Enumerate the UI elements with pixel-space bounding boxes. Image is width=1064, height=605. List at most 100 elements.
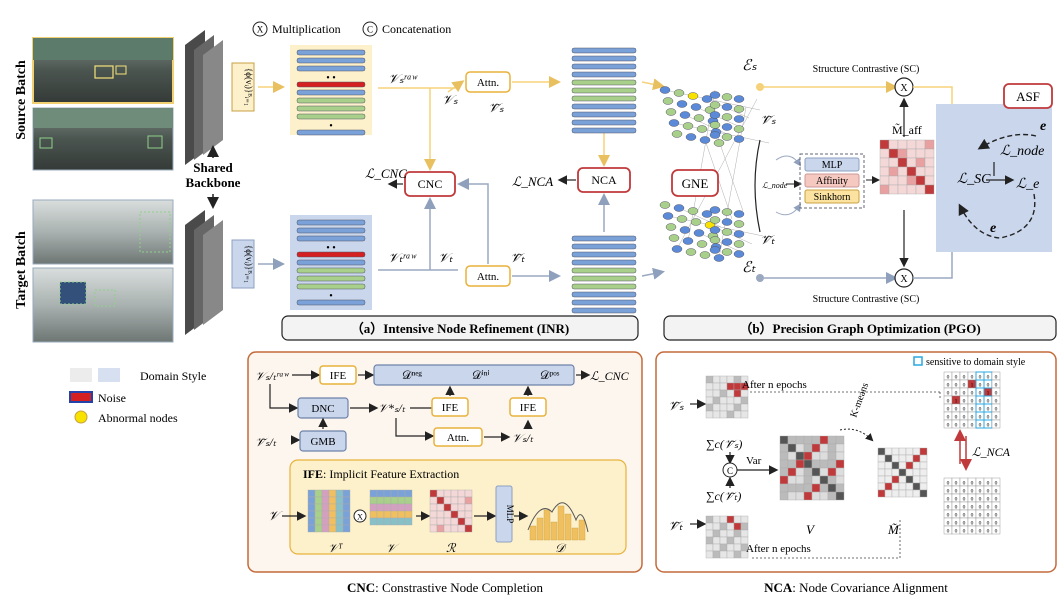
svg-text:0: 0 <box>971 512 974 518</box>
gne-graph: GNE <box>659 86 770 262</box>
svg-text:0: 0 <box>955 382 958 388</box>
svg-text:𝒟: 𝒟 <box>555 541 567 555</box>
svg-text:0: 0 <box>979 504 982 510</box>
nca-box <box>577 167 631 193</box>
svg-text:0: 0 <box>955 374 958 380</box>
svg-text:IFE: IFE <box>520 402 537 414</box>
svg-text:•: • <box>329 121 333 132</box>
svg-text:Domain Style: Domain Style <box>140 369 206 383</box>
svg-text:IFE: IFE <box>442 402 459 414</box>
svg-text:0: 0 <box>955 406 958 412</box>
svg-text:0: 0 <box>947 520 950 526</box>
svg-text:Attn.: Attn. <box>477 77 500 89</box>
svg-text:0: 0 <box>971 520 974 526</box>
svg-text:𝒱̃ₛ/ₜ: 𝒱̃ₛ/ₜ <box>255 435 277 449</box>
svg-text:Sinkhorn: Sinkhorn <box>814 192 851 203</box>
shared-backbone: Shared Backbone {ϕ(vᵢ)}ᴮᵢ₌₁ {ϕ(vᵢ)}ᴮᵢ₌₁ <box>185 30 285 335</box>
svg-text:𝒱ₛʳᵃʷ: 𝒱ₛʳᵃʷ <box>388 71 418 86</box>
svg-text:0: 0 <box>947 382 950 388</box>
svg-text:Structure Contrastive (SC): Structure Contrastive (SC) <box>813 294 920 305</box>
svg-text:0: 0 <box>987 406 990 412</box>
svg-text:0: 0 <box>987 512 990 518</box>
svg-text:0: 0 <box>955 488 958 494</box>
svg-text:Attn.: Attn. <box>447 432 470 444</box>
svg-text:0: 0 <box>979 496 982 502</box>
svg-text:0: 0 <box>947 496 950 502</box>
svg-text:0: 0 <box>979 520 982 526</box>
svg-text:0: 0 <box>987 414 990 420</box>
svg-text:ℒ_NCA: ℒ_NCA <box>512 174 553 189</box>
svg-text:0: 0 <box>955 422 958 428</box>
svg-text:0: 0 <box>979 528 982 534</box>
svg-text:0: 0 <box>963 382 966 388</box>
svg-text:0: 0 <box>947 512 950 518</box>
svg-text:X: X <box>900 274 908 285</box>
svg-text:0: 0 <box>995 512 998 518</box>
nca-caption: NCA: Node Covariance Alignment <box>764 580 948 595</box>
svg-text:𝒟ⁿᵉᵍ: 𝒟ⁿᵉᵍ <box>402 368 422 382</box>
svg-text:MLP: MLP <box>822 160 843 171</box>
svg-text:•: • <box>329 291 333 302</box>
svg-text:𝒱̃ₛ: 𝒱̃ₛ <box>760 112 776 127</box>
svg-text:∑c(𝒱̃ₛ): ∑c(𝒱̃ₛ) <box>706 437 742 451</box>
svg-text:0: 0 <box>995 406 998 412</box>
inr-flow: 𝒱ₛʳᵃʷ 𝒱ₛ Attn. 𝒱̃ₛ CNC ℒ_CNC 𝒱ₜʳᵃʷ 𝒱ₜ At… <box>365 71 631 287</box>
svg-text:∑c(𝒱̃ₜ): ∑c(𝒱̃ₜ) <box>706 489 741 503</box>
svg-text:0: 0 <box>979 422 982 428</box>
svg-text:0: 0 <box>963 374 966 380</box>
svg-text:After n epochs: After n epochs <box>746 543 811 555</box>
svg-text:0: 0 <box>987 496 990 502</box>
svg-text:𝒱̃ₛ: 𝒱̃ₛ <box>488 100 504 115</box>
svg-text:MLP: MLP <box>505 505 515 524</box>
refined-target-stack <box>571 235 637 322</box>
svg-text:Shared: Shared <box>193 160 233 175</box>
svg-text:0: 0 <box>971 398 974 404</box>
svg-text:IFE: IFE <box>330 370 347 382</box>
svg-text:{ϕ(vᵢ)}ᴮᵢ₌₁: {ϕ(vᵢ)}ᴮᵢ₌₁ <box>244 68 254 106</box>
svg-text:1: 1 <box>971 382 974 388</box>
svg-text:ℰₛ: ℰₛ <box>742 58 757 74</box>
svg-text:0: 0 <box>955 520 958 526</box>
svg-text:0: 0 <box>979 480 982 486</box>
svg-text:ℒ_node: ℒ_node <box>1000 144 1044 159</box>
inr-title: （a）Intensive Node Refinement (INR) <box>281 315 639 341</box>
svg-text:0: 0 <box>979 374 982 380</box>
svg-text:Target Batch: Target Batch <box>14 231 29 309</box>
svg-text:0: 0 <box>987 520 990 526</box>
nca-panel: sensitive to domain style 𝒱̃ₛ After n ep… <box>655 351 1057 573</box>
svg-text:0: 0 <box>995 422 998 428</box>
svg-text:0: 0 <box>987 480 990 486</box>
svg-text:ℒ_CNC: ℒ_CNC <box>365 166 407 181</box>
asf-box <box>1003 83 1053 109</box>
svg-text:0: 0 <box>955 496 958 502</box>
svg-text:0: 0 <box>971 422 974 428</box>
svg-text:0: 0 <box>963 528 966 534</box>
source-node-stack: • •• <box>290 45 372 136</box>
svg-text:C: C <box>727 466 733 476</box>
m-aff-grid <box>879 139 935 195</box>
source-batch: Source Batch <box>14 37 174 171</box>
svg-text:sensitive to domain style: sensitive to domain style <box>926 357 1026 368</box>
svg-text:0: 0 <box>947 422 950 428</box>
svg-text:{ϕ(vᵢ)}ᴮᵢ₌₁: {ϕ(vᵢ)}ᴮᵢ₌₁ <box>244 245 254 283</box>
svg-text:0: 0 <box>963 422 966 428</box>
svg-text:0: 0 <box>963 520 966 526</box>
target-node-stack: • •• <box>290 215 372 310</box>
svg-text:IFE: Implicit Feature Extracti: IFE: Implicit Feature Extraction <box>303 467 459 481</box>
svg-text:GNE: GNE <box>682 176 709 191</box>
svg-text:C: C <box>367 25 373 35</box>
svg-text:Source Batch: Source Batch <box>14 60 29 140</box>
svg-text:Concatenation: Concatenation <box>382 22 451 36</box>
bottom-legend: Domain Style Noise Abnormal nodes <box>69 368 206 425</box>
svg-text:0: 0 <box>979 512 982 518</box>
svg-text:0: 0 <box>979 414 982 420</box>
svg-text:0: 0 <box>971 528 974 534</box>
svg-text:0: 0 <box>947 406 950 412</box>
svg-text:1: 1 <box>955 398 958 404</box>
svg-text:0: 0 <box>955 504 958 510</box>
svg-text:0: 0 <box>971 480 974 486</box>
svg-text:0: 0 <box>995 414 998 420</box>
svg-text:M̃_aff: M̃_aff <box>892 123 922 137</box>
svg-text:𝒱̃ₜ: 𝒱̃ₜ <box>760 232 776 247</box>
svg-text:0: 0 <box>947 504 950 510</box>
